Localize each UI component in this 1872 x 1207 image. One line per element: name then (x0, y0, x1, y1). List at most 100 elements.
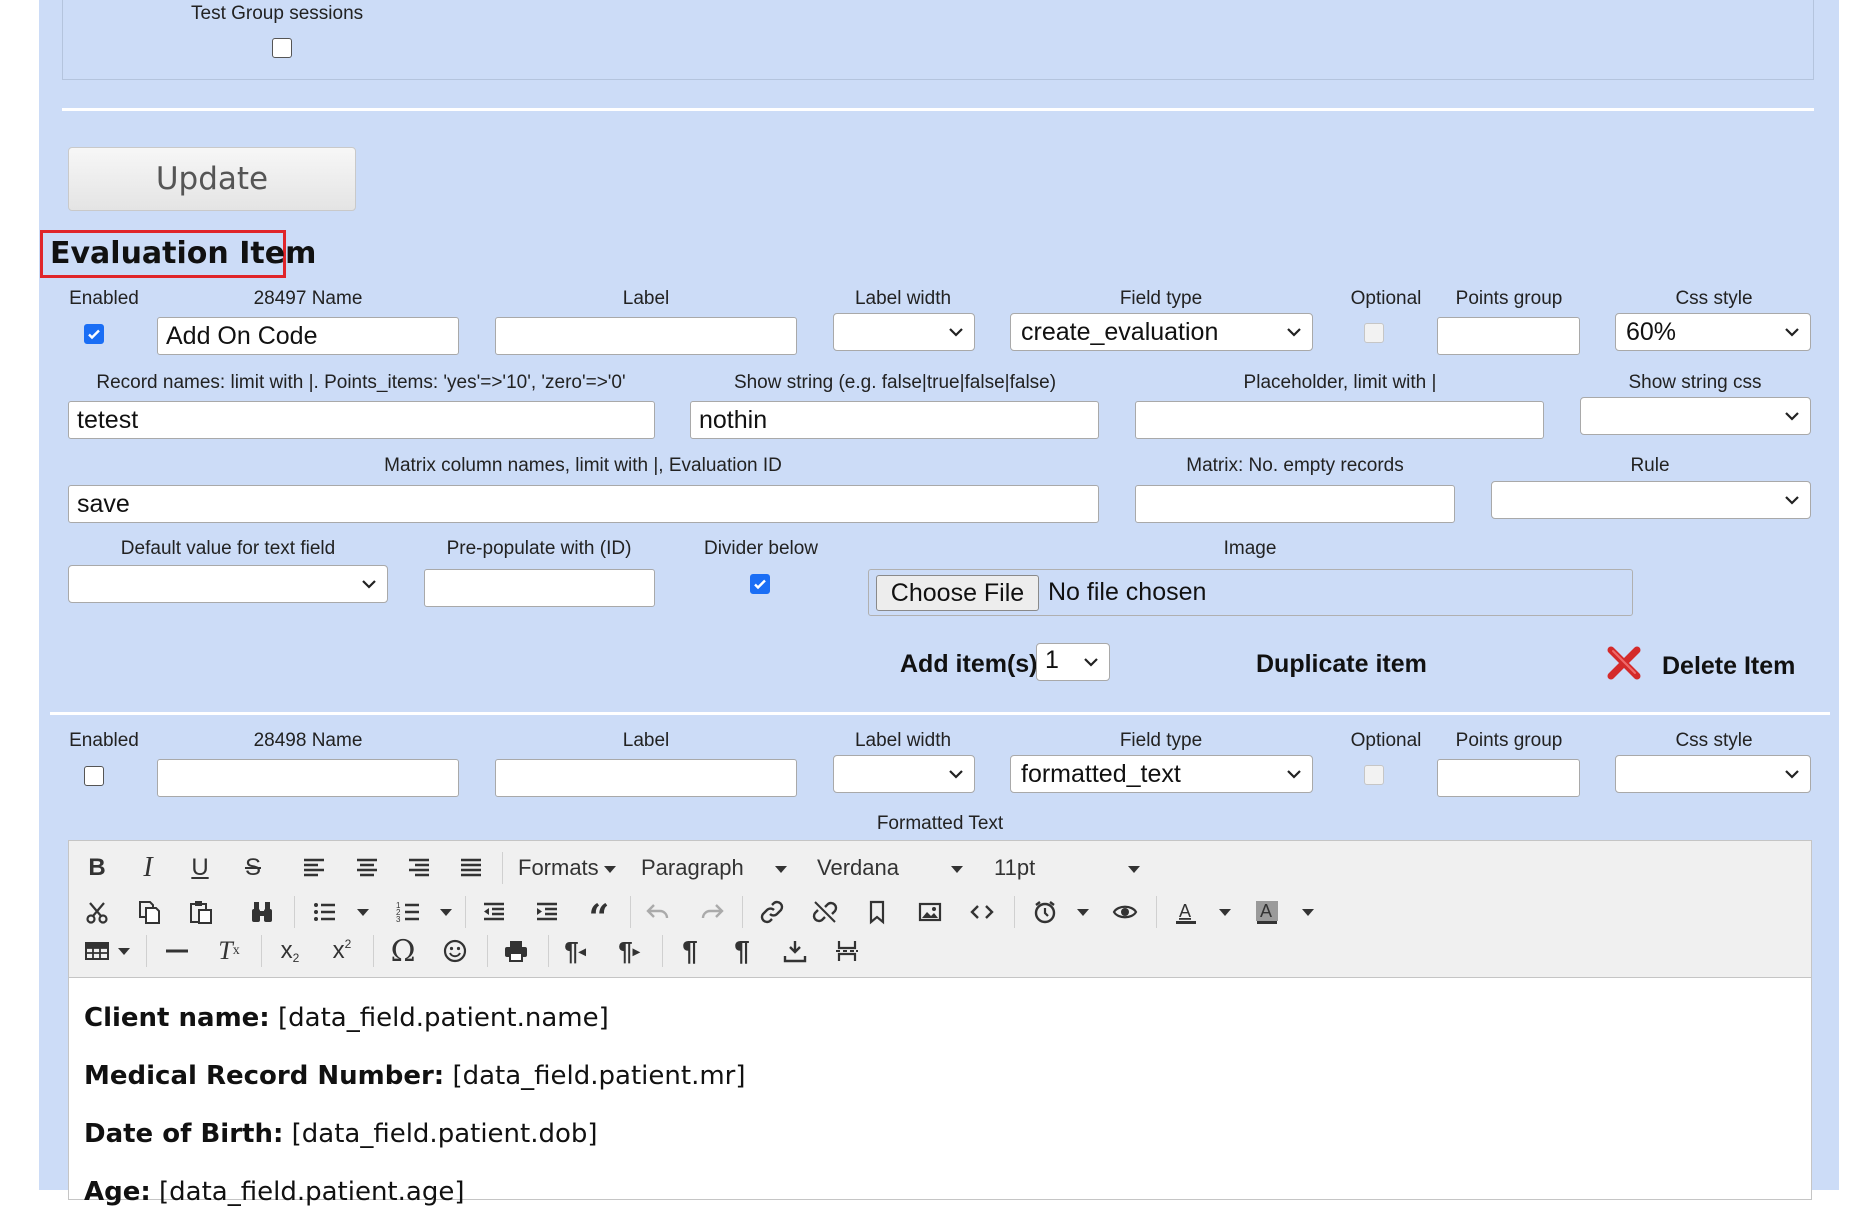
page-break-icon[interactable] (832, 936, 862, 966)
divider-below-checkbox[interactable] (750, 574, 770, 594)
label-width-select[interactable] (833, 313, 975, 351)
enabled-checkbox[interactable] (84, 766, 104, 786)
image-icon[interactable] (915, 897, 945, 927)
matrix-empty-input[interactable] (1135, 485, 1455, 523)
cut-icon[interactable] (82, 897, 112, 927)
preview-eye-icon[interactable] (1110, 897, 1140, 927)
points-group-input[interactable] (1437, 759, 1580, 797)
find-replace-icon[interactable] (247, 897, 277, 927)
add-items-select[interactable]: 1 (1036, 643, 1110, 681)
show-string-css-select[interactable] (1580, 397, 1811, 435)
table-icon[interactable] (82, 936, 112, 966)
underline-icon[interactable]: U (191, 854, 209, 881)
show-blocks-icon[interactable]: ¶ (734, 935, 750, 966)
editor-line-age[interactable]: Age: [data_field.patient.age] (84, 1177, 464, 1207)
code-icon[interactable] (967, 897, 997, 927)
css-style-select[interactable]: 60% (1615, 313, 1811, 351)
paragraph-mark-icon[interactable]: ¶ (682, 935, 698, 966)
print-icon[interactable] (501, 936, 531, 966)
paragraph-label: Paragraph (641, 855, 744, 880)
delete-item-button[interactable]: Delete Item (1662, 652, 1796, 680)
prepopulate-label: Pre-populate with (ID) (446, 538, 632, 559)
italic-icon[interactable]: I (143, 852, 153, 883)
name-input[interactable]: Add On Code (157, 317, 459, 355)
add-items-value: 1 (1045, 646, 1059, 674)
section-title-highlight (40, 230, 286, 278)
ltr-icon[interactable]: ¶◂ (564, 935, 586, 966)
insert-icon[interactable] (780, 936, 810, 966)
toolbar-separator (548, 935, 549, 967)
font-dropdown[interactable]: Verdana (817, 855, 967, 883)
default-value-label: Default value for text field (120, 538, 336, 559)
editor-line-medical-record[interactable]: Medical Record Number: [data_field.patie… (84, 1061, 746, 1091)
choose-file-button[interactable]: Choose File (876, 575, 1039, 611)
special-character-icon[interactable]: Ω (390, 933, 416, 969)
font-size-dropdown[interactable]: 11pt (994, 855, 1144, 883)
alarm-clock-icon[interactable] (1030, 897, 1060, 927)
align-left-icon[interactable] (299, 853, 329, 883)
strikethrough-icon[interactable]: S (244, 854, 261, 881)
toolbar-separator (1156, 896, 1157, 928)
header-optional: Optional (1350, 730, 1422, 751)
chevron-down-icon (118, 948, 130, 955)
link-icon[interactable] (757, 897, 787, 927)
delete-icon[interactable] (1605, 644, 1643, 682)
test-group-sessions-checkbox[interactable] (272, 38, 292, 58)
editor-line-date-of-birth[interactable]: Date of Birth: [data_field.patient.dob] (84, 1119, 598, 1149)
css-style-select[interactable] (1615, 755, 1811, 793)
text-color-icon[interactable]: A (1171, 897, 1201, 927)
header-label: Label (622, 288, 670, 309)
formats-dropdown[interactable]: Formats (518, 855, 620, 883)
align-right-icon[interactable] (404, 853, 434, 883)
blockquote-icon[interactable]: “ (588, 897, 610, 939)
medical-record-value: [data_field.patient.mr] (444, 1061, 746, 1091)
unlink-icon[interactable] (810, 897, 840, 927)
align-justify-icon[interactable] (456, 853, 486, 883)
field-type-select[interactable]: create_evaluation (1010, 313, 1313, 351)
enabled-checkbox[interactable] (84, 324, 104, 344)
rtl-icon[interactable]: ¶▸ (618, 935, 640, 966)
duplicate-item-button[interactable]: Duplicate item (1256, 650, 1427, 678)
optional-checkbox[interactable] (1364, 323, 1384, 343)
label-input[interactable] (495, 317, 797, 355)
bookmark-icon[interactable] (862, 897, 892, 927)
chevron-down-icon (1287, 770, 1301, 779)
emoticons-icon[interactable] (440, 936, 470, 966)
name-input[interactable] (157, 759, 459, 797)
date-of-birth-label: Date of Birth: (84, 1119, 284, 1149)
copy-icon[interactable] (134, 897, 164, 927)
field-type-select[interactable]: formatted_text (1010, 755, 1313, 793)
optional-checkbox[interactable] (1364, 765, 1384, 785)
update-button[interactable]: Update (68, 147, 356, 211)
points-group-input[interactable] (1437, 317, 1580, 355)
background-color-icon[interactable]: A (1252, 897, 1282, 927)
toolbar-separator (487, 935, 488, 967)
placeholder-input[interactable] (1135, 401, 1544, 439)
label-input[interactable] (495, 759, 797, 797)
rule-select[interactable] (1491, 481, 1811, 519)
undo-icon[interactable] (643, 897, 673, 927)
redo-icon[interactable] (697, 897, 727, 927)
horizontal-rule-icon[interactable] (162, 936, 192, 966)
medical-record-label: Medical Record Number: (84, 1061, 445, 1091)
indent-icon[interactable] (532, 897, 562, 927)
paste-icon[interactable] (186, 897, 216, 927)
default-value-select[interactable] (68, 565, 388, 603)
age-label: Age: (84, 1177, 151, 1207)
bold-icon[interactable]: B (88, 854, 106, 881)
editor-line-client-name[interactable]: Client name: [data_field.patient.name] (84, 1003, 609, 1033)
paragraph-dropdown[interactable]: Paragraph (641, 855, 791, 883)
field-type-value: formatted_text (1021, 760, 1181, 788)
label-width-select[interactable] (833, 755, 975, 793)
prepopulate-input[interactable] (424, 569, 655, 607)
outdent-icon[interactable] (479, 897, 509, 927)
bullet-list-icon[interactable] (310, 897, 340, 927)
record-names-input[interactable]: tetest (68, 401, 655, 439)
align-center-icon[interactable] (352, 853, 382, 883)
show-string-input[interactable]: nothin (690, 401, 1099, 439)
matrix-columns-input[interactable]: save (68, 485, 1099, 523)
